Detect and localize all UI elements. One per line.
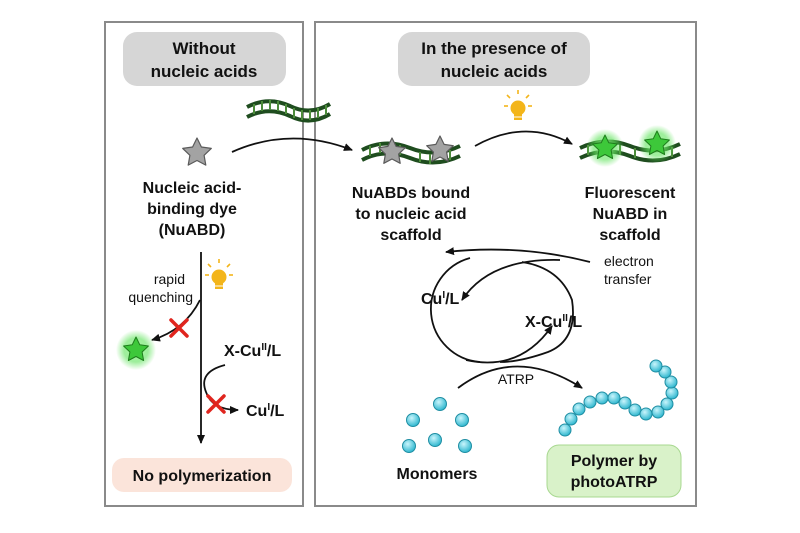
green-star-icon — [644, 130, 670, 155]
gray-star-icon — [426, 135, 454, 162]
rapid-label-line2: quenching — [128, 289, 193, 305]
light-bulb-icon — [205, 259, 233, 289]
right-header-line1: In the presence of — [421, 39, 567, 58]
red-cross-icon — [206, 394, 226, 414]
atrp-label: ATRP — [498, 371, 534, 387]
right-panel — [314, 21, 697, 507]
electron-label-line1: electron — [604, 253, 654, 269]
dye-label-line2: binding dye — [147, 201, 237, 218]
light-bulb-icon — [504, 90, 532, 120]
atrp-arrow — [457, 365, 583, 389]
no-polymerization-label: No polymerization — [133, 468, 272, 485]
xcu2-label: X-CuII/L — [525, 313, 582, 331]
red-cross-icon — [169, 318, 189, 338]
green-star-icon — [592, 134, 618, 159]
dye-label-line1: Nucleic acid- — [143, 180, 242, 197]
gray-star-icon — [182, 137, 212, 166]
cycle-arrow-right — [465, 325, 553, 364]
right-header-box — [398, 32, 590, 86]
bound-label-line1: NuABDs bound — [352, 185, 470, 202]
fluor-label-line3: scaffold — [599, 227, 660, 244]
fluor-label-line1: Fluorescent — [585, 185, 676, 202]
dye-label-line3: (NuABD) — [159, 222, 226, 239]
electron-transfer-arrow — [445, 247, 591, 263]
bound-label-line3: scaffold — [380, 227, 441, 244]
monomers-label: Monomers — [397, 466, 478, 483]
left-header-line2: nucleic acids — [151, 62, 258, 81]
dna-strand-icon — [246, 99, 332, 123]
excitation-arrow — [474, 130, 573, 147]
bound-scaffold — [361, 135, 461, 165]
left-panel — [104, 21, 304, 507]
fluorescent-scaffold — [579, 125, 681, 167]
polymer-label-line1: Polymer by — [571, 453, 657, 470]
cu1-label: CuI/L — [421, 290, 460, 308]
right-header-line2: nucleic acids — [441, 62, 548, 81]
polymer-chain — [558, 359, 679, 437]
bound-label-line2: to nucleic acid — [355, 206, 466, 223]
left-xcu2-label: X-CuII/L — [224, 342, 281, 360]
catalytic-cycle — [430, 257, 574, 364]
left-header-box — [123, 32, 286, 86]
reduction-branch-arrow — [203, 364, 239, 414]
left-header-line1: Without — [172, 39, 235, 58]
cycle-arrow-left — [461, 259, 561, 301]
left-cu1-label: CuI/L — [246, 402, 285, 420]
monomer-bead-icon — [402, 397, 472, 453]
fluor-label-line2: NuABD in — [593, 206, 668, 223]
polymer-label-line2: photoATRP — [571, 474, 658, 491]
green-star-icon — [123, 336, 149, 361]
polymer-label-box — [546, 444, 682, 498]
no-polymerization-box — [112, 458, 292, 492]
binding-arrow — [231, 137, 353, 153]
gray-star-icon — [378, 137, 406, 164]
electron-label-line2: transfer — [604, 271, 652, 287]
rapid-label-line1: rapid — [154, 271, 185, 287]
